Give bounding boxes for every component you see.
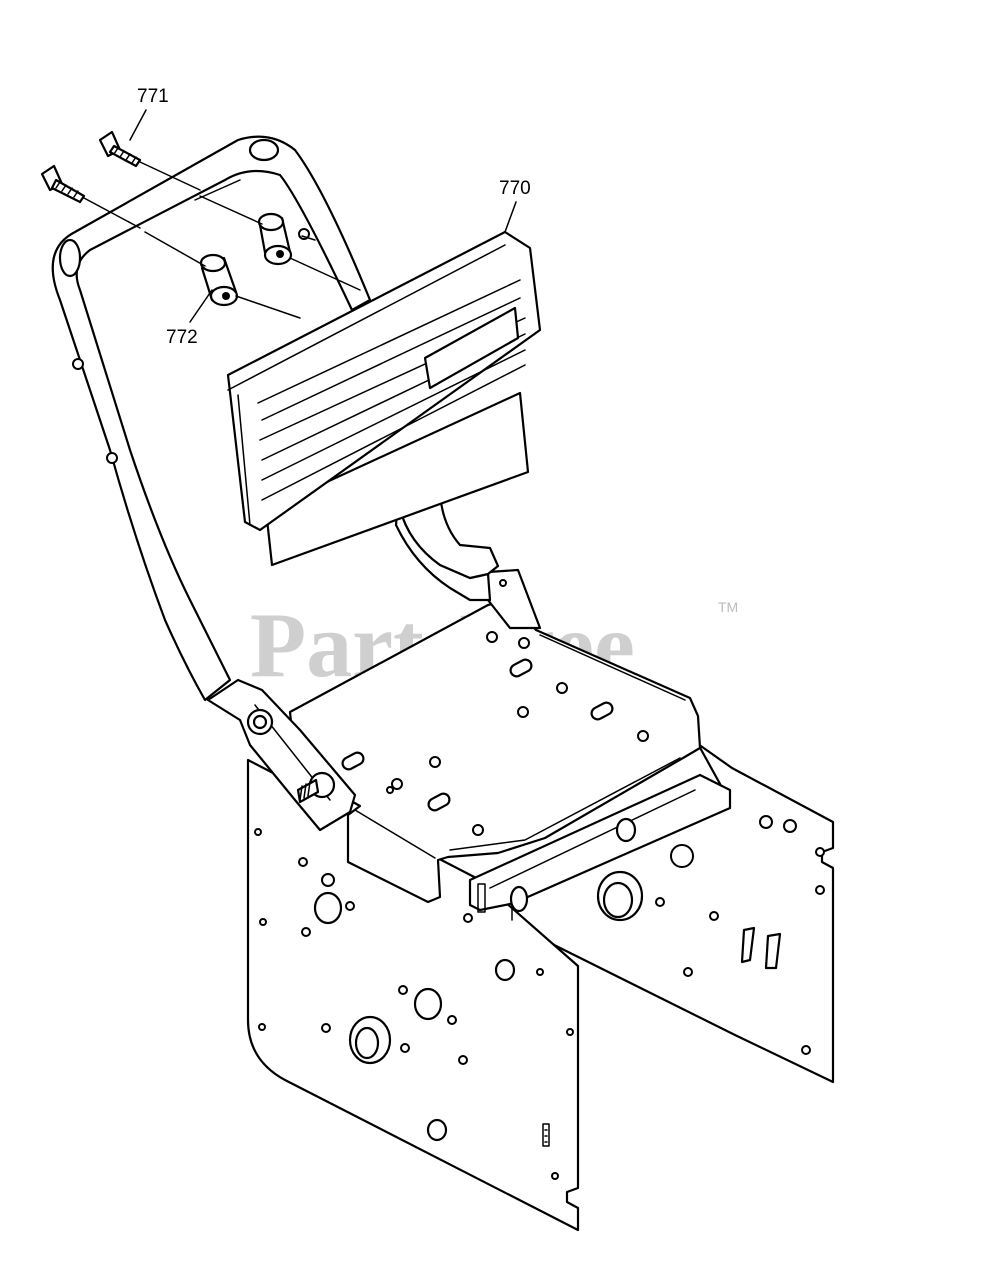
- callout-label-770: 770: [499, 178, 531, 199]
- control-panel: [226, 230, 542, 567]
- right-side-plate: [478, 742, 835, 1084]
- callout-label-771: 771: [137, 86, 169, 107]
- callout-label-772: 772: [166, 327, 198, 348]
- handle-bracket: [206, 678, 357, 832]
- assembly-lines: [83, 161, 361, 319]
- left-side-plate: [246, 758, 580, 1232]
- callout-771: 771: [129, 86, 169, 141]
- lower-channel: [468, 773, 732, 921]
- watermark-trademark: TM: [718, 599, 738, 615]
- callout-772: 772: [166, 289, 213, 348]
- spacer-bushings: [199, 212, 293, 307]
- handle-frame: [51, 135, 372, 702]
- bolts: [40, 130, 142, 204]
- callout-770: 770: [499, 178, 531, 233]
